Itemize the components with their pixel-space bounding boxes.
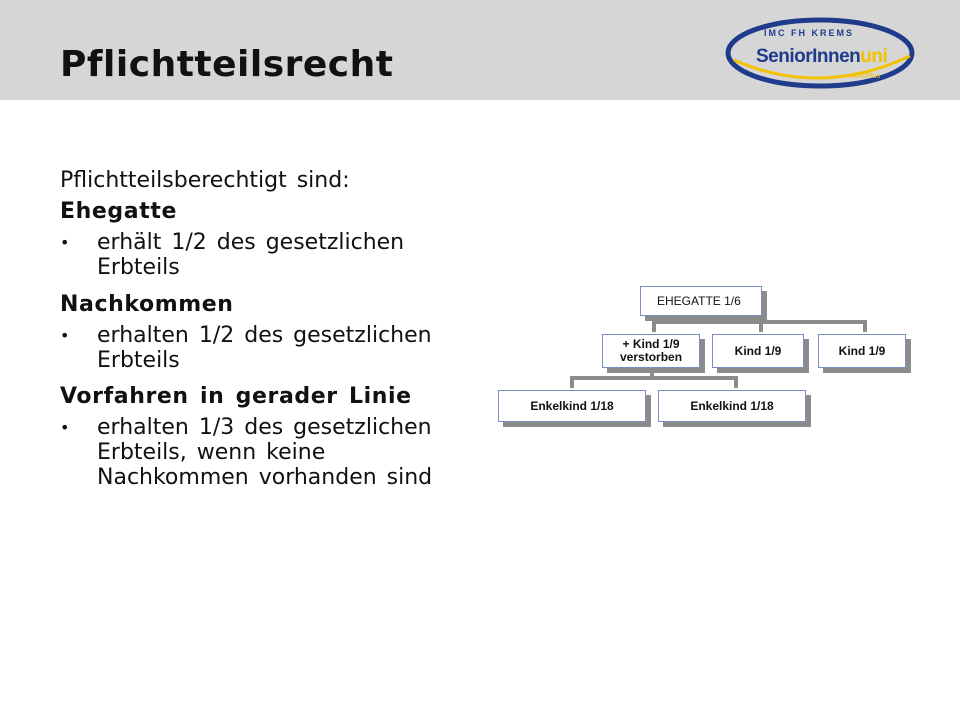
- bullet-dot-icon: •: [60, 418, 70, 437]
- connector-child-3: [863, 320, 867, 332]
- bullet-text: erhalten 1/3 des gesetzlichen Erbteils, …: [97, 415, 433, 490]
- bullet-text: erhalten 1/2 des gesetzlichen Erbteils: [97, 323, 432, 373]
- section-heading-spouse: Ehegatte: [60, 199, 177, 224]
- intro-text: Pflichtteilsberechtigt sind:: [60, 168, 350, 193]
- connector-grandchildren-bar: [570, 376, 736, 380]
- connector-grandchild-1: [570, 376, 574, 388]
- seniorinnen-uni-logo: IMC FH KREMS SeniorInnenuni aktiv/Plus: [725, 17, 915, 89]
- bullet-item-ancestors: • erhalten 1/3 des gesetzlichen Erbteils…: [60, 415, 460, 490]
- logo-name-a: SeniorInnen: [756, 46, 860, 67]
- logo-tagline: aktiv/Plus: [850, 73, 880, 80]
- slide-body: Pflichtteilsberechtigt sind: Ehegatte • …: [60, 166, 460, 500]
- tree-node-spouse: EHEGATTE 1/6: [640, 286, 762, 316]
- section-heading-descendants: Nachkommen: [60, 292, 234, 317]
- bullet-dot-icon: •: [60, 233, 70, 252]
- inheritance-tree-diagram: EHEGATTE 1/6 + Kind 1/9 verstorben Kind …: [490, 282, 920, 432]
- slide-title: Pflichtteilsrecht: [60, 44, 394, 85]
- tree-node-grandchild-2: Enkelkind 1/18: [658, 390, 806, 422]
- logo-name-b: uni: [860, 46, 887, 67]
- tree-node-grandchild-1: Enkelkind 1/18: [498, 390, 646, 422]
- bullet-text: erhält 1/2 des gesetzlichen Erbteils: [97, 230, 405, 280]
- connector-deceased-down: [650, 368, 654, 378]
- bullet-dot-icon: •: [60, 326, 70, 345]
- tree-node-child-2: Kind 1/9: [712, 334, 804, 368]
- tree-node-child-deceased: + Kind 1/9 verstorben: [602, 334, 700, 368]
- section-heading-ancestors: Vorfahren in gerader Linie: [60, 384, 412, 409]
- svg-text:SeniorInnenuni: SeniorInnenuni: [756, 46, 887, 67]
- bullet-item-descendants: • erhalten 1/2 des gesetzlichen Erbteils: [60, 323, 460, 373]
- connector-grandchild-2: [734, 376, 738, 388]
- connector-child-2: [759, 320, 763, 332]
- tree-node-child-3: Kind 1/9: [818, 334, 906, 368]
- bullet-item-spouse: • erhält 1/2 des gesetzlichen Erbteils: [60, 230, 460, 280]
- connector-child-1: [652, 320, 656, 332]
- logo-org-text: IMC FH KREMS: [764, 28, 854, 38]
